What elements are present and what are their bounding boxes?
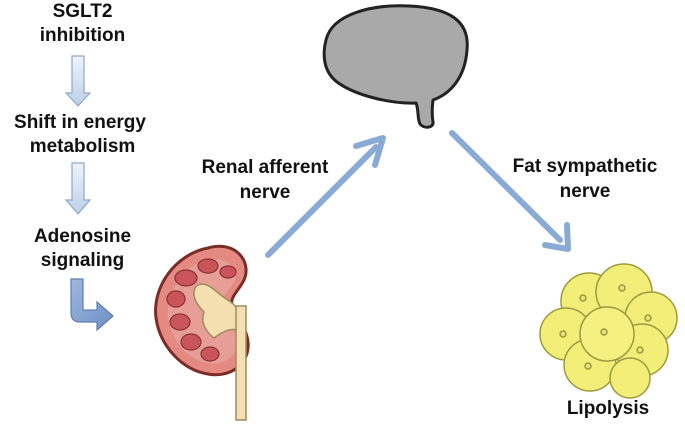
bent-arrow-icon [70, 278, 114, 332]
fat-cells-icon [539, 263, 678, 399]
shift-in-energy-label: Shift in energy [14, 112, 146, 133]
renal-nerve-label: nerve [239, 182, 291, 203]
fat-sympathetic-arrow [449, 130, 571, 252]
fat-sympathetic-label: Fat sympathetic [512, 156, 658, 177]
lipolysis-label: Lipolysis [566, 398, 650, 419]
adenosine-label: Adenosine [33, 226, 132, 247]
down-arrow-icon [64, 162, 92, 215]
inhibition-label: inhibition [39, 25, 126, 46]
brain-icon [322, 4, 469, 129]
renal-afferent-arrow [265, 135, 386, 258]
metabolism-label: metabolism [29, 136, 136, 157]
down-arrow-icon [64, 55, 92, 107]
renal-afferent-label: Renal afferent [201, 157, 329, 178]
sglt2-label: SGLT2 [52, 1, 113, 22]
signaling-label: signaling [40, 250, 125, 271]
fat-nerve-label: nerve [559, 181, 611, 202]
kidney-icon [154, 244, 250, 421]
